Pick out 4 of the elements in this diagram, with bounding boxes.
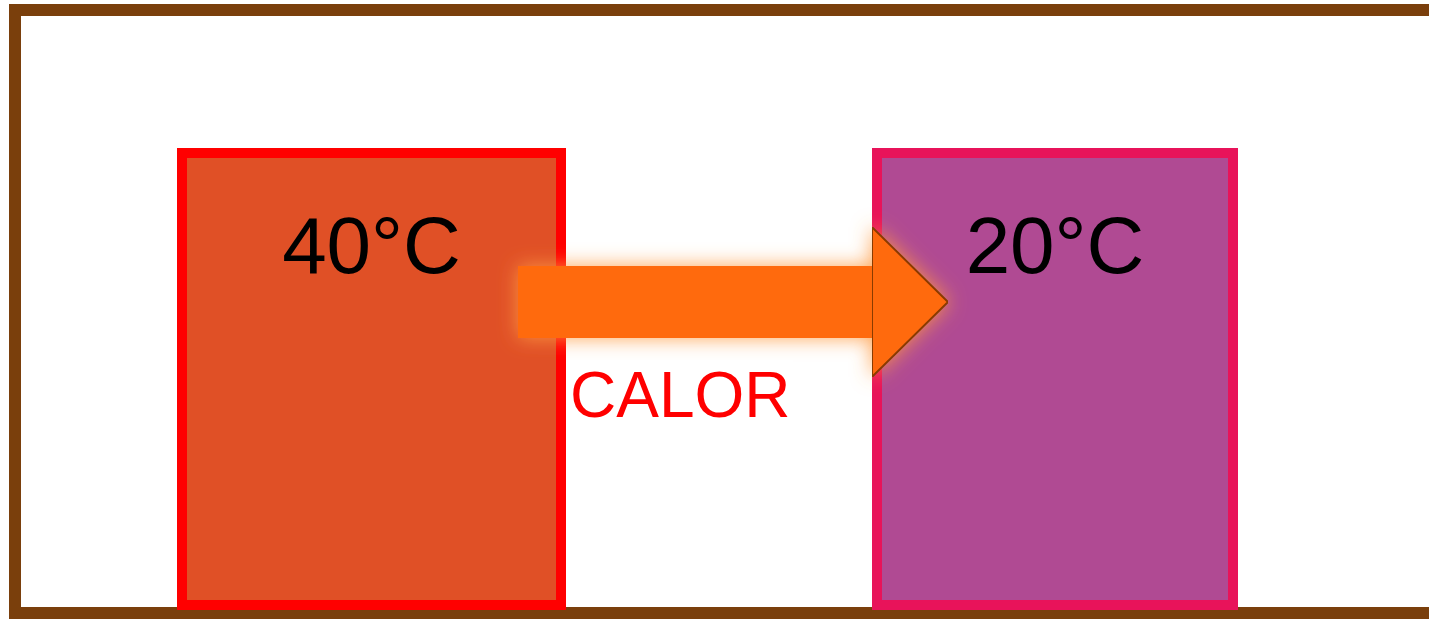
temperature-label: 20°C [965,200,1145,292]
temperature-box [872,148,1238,610]
temperature-box [177,148,566,610]
temperature-label: 40°C [282,200,461,292]
